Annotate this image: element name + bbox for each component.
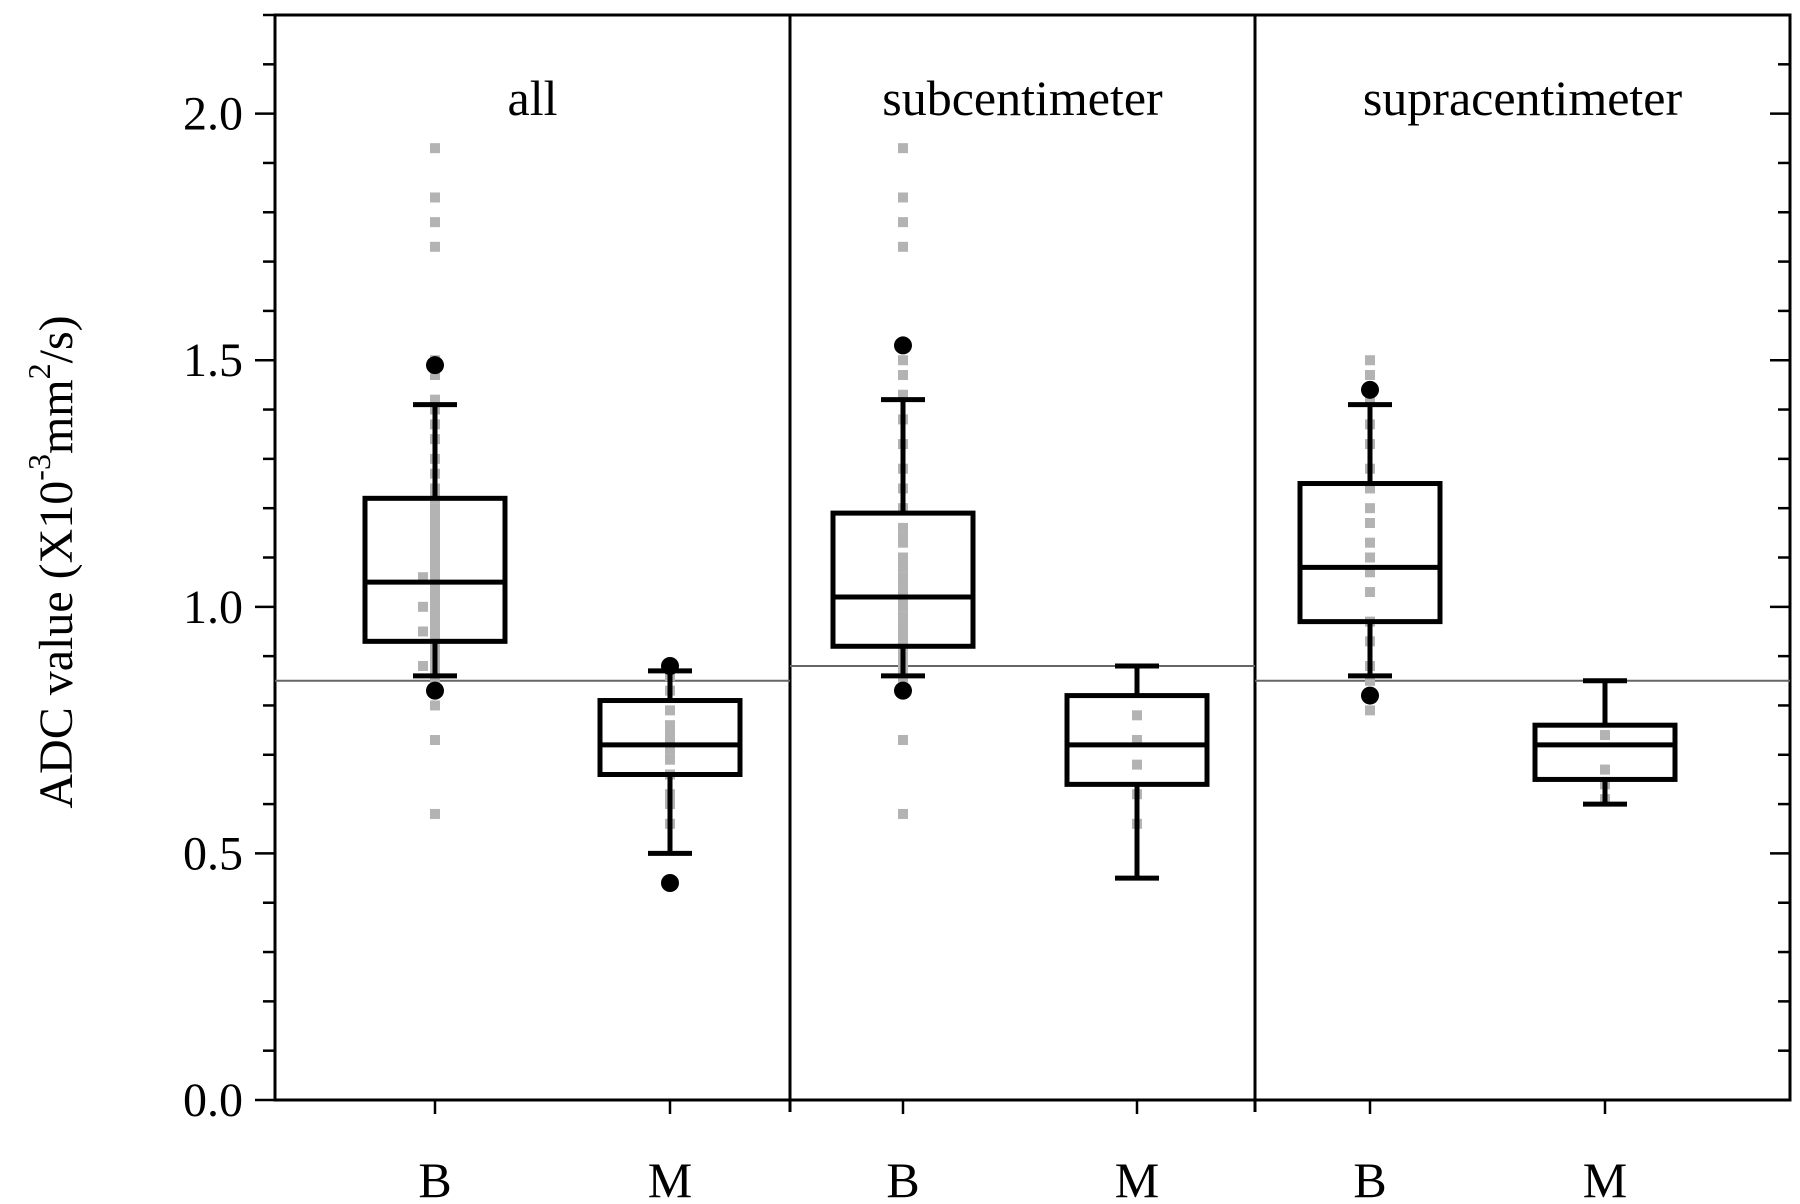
boxes-layer [362, 336, 1678, 892]
data-point [898, 389, 908, 400]
data-point [898, 532, 908, 543]
data-point [1132, 710, 1142, 721]
data-point [898, 596, 908, 607]
data-point [1365, 552, 1375, 563]
data-point [898, 241, 908, 252]
data-point [898, 572, 908, 583]
plot-border [273, 13, 1792, 1102]
data-point [665, 754, 675, 765]
outlier-point [1361, 686, 1379, 705]
data-point [898, 562, 908, 573]
data-point [430, 394, 440, 405]
data-point [1365, 517, 1375, 528]
iqr-box [830, 510, 976, 649]
data-point [1365, 705, 1375, 716]
labels-layer: ADC value (X10-3mm2/s) 0.0 0.5 1.0 1.5 2.0 al… [21, 70, 1682, 1204]
data-point [898, 143, 908, 154]
outlier-point [894, 681, 912, 700]
data-point [898, 734, 908, 745]
data-point [1365, 567, 1375, 578]
data-point [430, 143, 440, 154]
data-point [1365, 355, 1375, 366]
outlier-point [661, 657, 679, 675]
data-point [665, 744, 675, 755]
data-point [430, 370, 440, 381]
iqr-box [362, 495, 508, 644]
data-point [1132, 759, 1142, 770]
category-label: B [1353, 1152, 1386, 1204]
iqr-box [1064, 693, 1210, 787]
data-point [1132, 734, 1142, 745]
data-point [1365, 537, 1375, 548]
panel-title: supracentimeter [1363, 70, 1683, 126]
data-point [665, 720, 675, 731]
y-axis-title: ADC value (X10-3mm2/s) [21, 315, 83, 808]
category-label: M [648, 1152, 692, 1204]
y-tick-label: 0.5 [183, 827, 243, 880]
data-point [1600, 764, 1610, 775]
y-tick-label: 1.0 [183, 581, 243, 634]
data-point [1365, 503, 1375, 514]
data-point [418, 572, 428, 583]
data-point [665, 705, 675, 716]
data-point [898, 611, 908, 622]
category-label: B [418, 1152, 451, 1204]
data-point [1365, 394, 1375, 405]
data-point [430, 192, 440, 203]
data-point [898, 587, 908, 598]
outlier-point [426, 681, 444, 700]
data-point [430, 734, 440, 745]
iqr-box [597, 698, 743, 777]
category-label: M [1583, 1152, 1627, 1204]
outlier-point [1361, 380, 1379, 399]
data-point [430, 808, 440, 819]
y-tick-label: 1.5 [183, 334, 243, 387]
outlier-point [661, 874, 679, 892]
category-label: B [886, 1152, 919, 1204]
data-point [898, 370, 908, 381]
chart-frame [255, 13, 1792, 1114]
data-point [898, 552, 908, 563]
data-point [1365, 483, 1375, 494]
data-point [898, 808, 908, 819]
data-point [898, 522, 908, 533]
iqr-box [1532, 722, 1678, 782]
data-point [898, 192, 908, 203]
iqr-box [1297, 481, 1443, 625]
data-point [898, 621, 908, 632]
category-label: M [1115, 1152, 1159, 1204]
data-point [1365, 370, 1375, 381]
data-point [898, 675, 908, 686]
data-point [430, 503, 440, 514]
y-tick-label: 0.0 [183, 1074, 243, 1127]
y-tick-label: 2.0 [183, 88, 243, 141]
data-point [665, 730, 675, 741]
data-point [1600, 730, 1610, 741]
data-point [898, 355, 908, 366]
data-point [430, 241, 440, 252]
data-point [430, 217, 440, 228]
data-point [418, 601, 428, 612]
panel-title: all [508, 70, 558, 126]
data-point [898, 217, 908, 228]
data-point [1365, 587, 1375, 598]
data-point [418, 626, 428, 637]
data-point [430, 522, 440, 533]
data-point [418, 661, 428, 671]
outlier-point [426, 356, 444, 375]
data-point [430, 700, 440, 711]
data-point [1365, 675, 1375, 686]
panel-title: subcentimeter [882, 70, 1163, 126]
outlier-point [894, 336, 912, 355]
